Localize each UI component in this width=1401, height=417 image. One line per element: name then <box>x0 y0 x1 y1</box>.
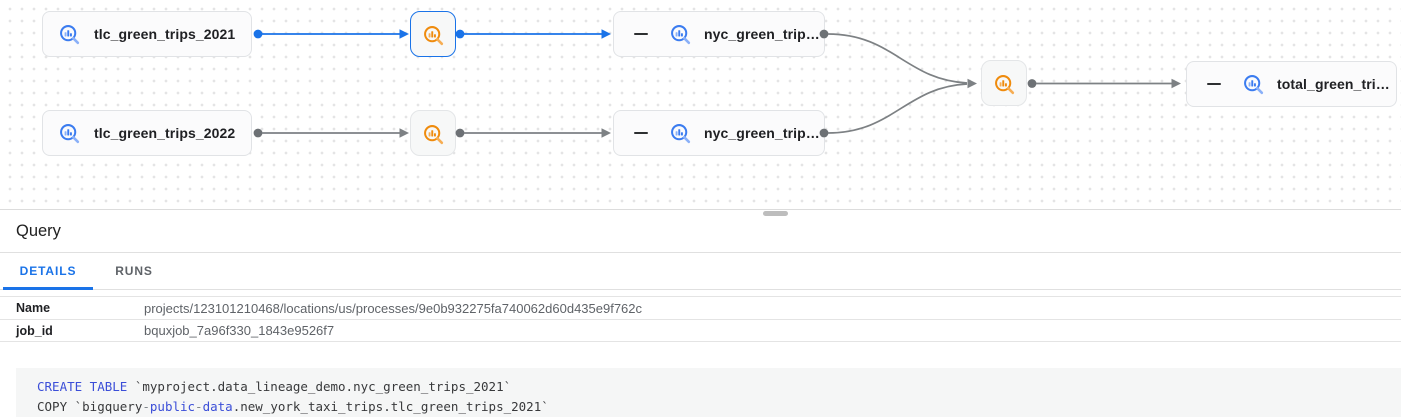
minus-icon <box>634 131 648 135</box>
sql-keyword: CREATE TABLE <box>37 379 128 394</box>
panel-title: Query <box>16 222 61 240</box>
sql-keyword: public <box>149 399 196 414</box>
lineage-graph-canvas[interactable]: tlc_green_trips_2021 <box>0 0 1401 210</box>
bigquery-job-icon <box>422 23 445 46</box>
field-label: Name <box>16 301 51 315</box>
sql-text: - <box>195 399 203 414</box>
process-node-copy-2022[interactable] <box>410 110 456 156</box>
field-label: job_id <box>16 323 53 338</box>
tab-runs-label: RUNS <box>115 264 153 278</box>
node-label: nyc_green_trips… <box>704 125 824 141</box>
sql-text: COPY `bigquery <box>37 399 143 414</box>
node-nyc-green-trips-2022[interactable]: nyc_green_trips… <box>613 110 825 156</box>
sql-line-2: COPY `bigquery-public-data.new_york_taxi… <box>37 397 1401 417</box>
bigquery-job-icon <box>422 122 445 145</box>
sql-text: `myproject.data_lineage_demo.nyc_green_t… <box>127 379 512 394</box>
details-table: Name projects/123101210468/locations/us/… <box>0 296 1401 342</box>
node-nyc-green-trips-2021[interactable]: nyc_green_trips… <box>613 11 825 57</box>
node-label: nyc_green_trips… <box>704 26 824 42</box>
bigquery-table-icon <box>669 23 692 46</box>
panel-resize-handle[interactable] <box>763 211 788 216</box>
bigquery-job-icon <box>993 72 1016 95</box>
table-row-job-id: job_id bquxjob_7a96f330_1843e9526f7 <box>0 319 1401 342</box>
process-node-copy-2021[interactable] <box>410 11 456 57</box>
sql-keyword: data <box>202 399 233 414</box>
bigquery-table-icon <box>1242 73 1265 96</box>
process-node-union[interactable] <box>981 60 1027 106</box>
collapse-button[interactable] <box>634 123 648 143</box>
sql-code-block: CREATE TABLE `myproject.data_lineage_dem… <box>16 368 1401 417</box>
bigquery-table-icon <box>669 122 692 145</box>
tab-details[interactable]: DETAILS <box>3 253 93 290</box>
field-value: projects/123101210468/locations/us/proce… <box>144 300 643 316</box>
sql-text: - <box>142 399 150 414</box>
edge-nyc-tables-to-union-job <box>819 29 977 138</box>
collapse-button[interactable] <box>1207 74 1221 94</box>
bigquery-table-icon <box>58 122 81 145</box>
node-label: tlc_green_trips_2021 <box>94 26 236 42</box>
edge-union-job-to-total <box>1027 78 1181 89</box>
sql-line-1: CREATE TABLE `myproject.data_lineage_dem… <box>37 377 1401 397</box>
table-row-name: Name projects/123101210468/locations/us/… <box>0 296 1401 319</box>
minus-icon <box>1207 82 1221 86</box>
node-tlc-green-trips-2021[interactable]: tlc_green_trips_2021 <box>42 11 252 57</box>
minus-icon <box>634 32 648 36</box>
node-total-green-trips[interactable]: total_green_trip… <box>1186 61 1397 107</box>
tab-details-label: DETAILS <box>19 264 77 278</box>
panel-header: Query <box>0 211 1401 253</box>
sql-text: .new_york_taxi_trips.tlc_green_trips_202… <box>232 399 549 414</box>
tab-bar: DETAILS RUNS <box>0 253 1401 290</box>
node-tlc-green-trips-2022[interactable]: tlc_green_trips_2022 <box>42 110 252 156</box>
tab-runs[interactable]: RUNS <box>93 253 175 289</box>
field-value: bquxjob_7a96f330_1843e9526f7 <box>144 323 335 338</box>
bigquery-table-icon <box>58 23 81 46</box>
collapse-button[interactable] <box>634 24 648 44</box>
node-label: tlc_green_trips_2022 <box>94 125 236 141</box>
details-panel: Query DETAILS RUNS Name projects/1231012… <box>0 211 1401 417</box>
node-label: total_green_trip… <box>1277 76 1396 92</box>
